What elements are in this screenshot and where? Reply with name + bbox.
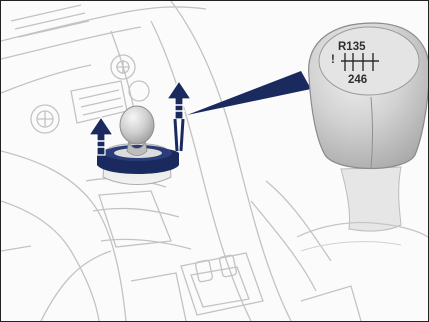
zoom-pointer <box>187 71 311 115</box>
shift-pattern-top: R135 <box>338 41 366 53</box>
gear-knob-icon: R135 246 ! <box>297 23 428 251</box>
shift-pattern-reverse-mark: ! <box>331 54 335 66</box>
dashboard-lines <box>1 1 361 321</box>
shift-pattern-bottom: 246 <box>348 74 367 86</box>
